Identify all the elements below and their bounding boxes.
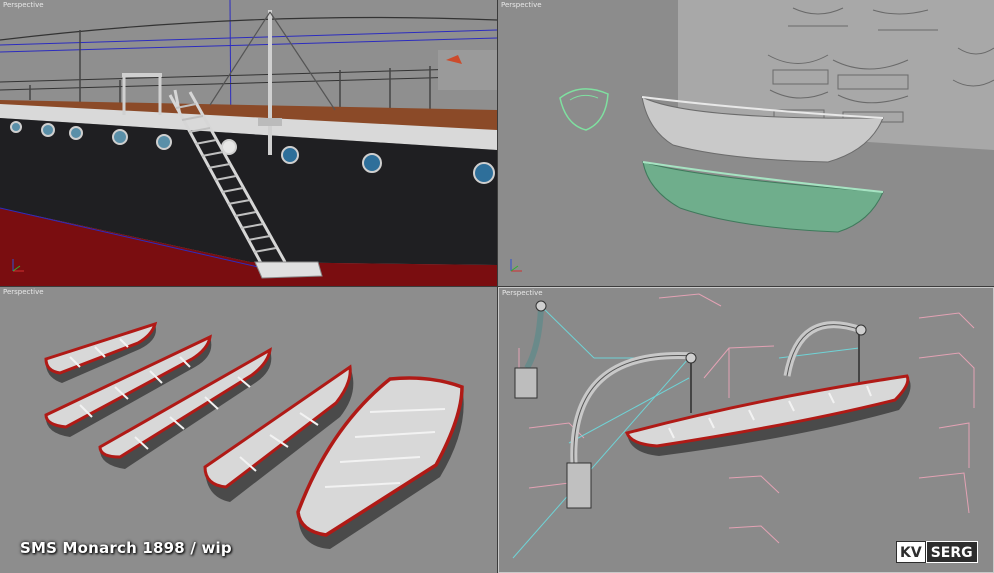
- viewport-top-left[interactable]: Perspective: [0, 0, 497, 286]
- viewport-bottom-left[interactable]: Perspective: [0, 287, 497, 573]
- logo-serg: SERG: [925, 541, 978, 563]
- lifeboat-5: [296, 376, 464, 549]
- lifeboat-3: [98, 347, 272, 469]
- viewport-label[interactable]: Perspective: [501, 1, 542, 9]
- kvserg-logo: KV SERG: [896, 541, 978, 563]
- viewport-label[interactable]: Perspective: [3, 1, 44, 9]
- viewport-bottom-right[interactable]: Perspective: [498, 287, 994, 573]
- viewport-label[interactable]: Perspective: [3, 288, 44, 296]
- viewport-label[interactable]: Perspective: [502, 289, 543, 297]
- logo-kv: KV: [896, 541, 926, 563]
- viewport-top-right[interactable]: Perspective: [498, 0, 994, 286]
- project-caption: SMS Monarch 1898 / wip: [20, 539, 232, 557]
- boat-hull-render: [498, 0, 994, 286]
- davit-boat-render: [499, 288, 993, 572]
- axis-tripod-icon: [12, 259, 24, 272]
- lifeboats-render: [0, 287, 497, 573]
- axis-tripod-icon: [510, 259, 522, 272]
- ship-side-render: [0, 0, 497, 286]
